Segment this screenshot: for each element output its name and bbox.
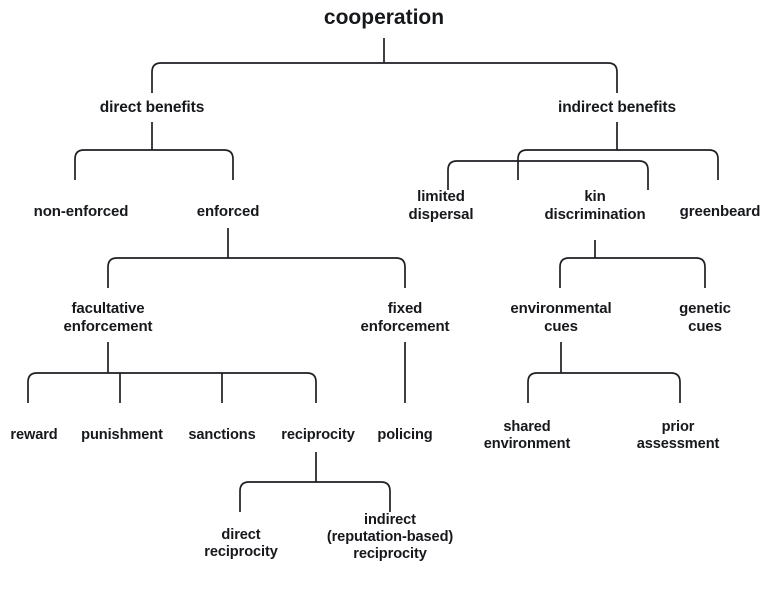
node-reward[interactable]: reward bbox=[10, 427, 58, 443]
node-punishment[interactable]: punishment bbox=[81, 427, 163, 443]
node-direct-reciprocity[interactable]: direct reciprocity bbox=[204, 527, 278, 561]
node-reciprocity[interactable]: reciprocity bbox=[281, 427, 355, 443]
node-shared-environment[interactable]: shared environment bbox=[483, 419, 571, 453]
node-limited-dispersal[interactable]: limited dispersal bbox=[408, 188, 474, 223]
node-fixed-enforcement[interactable]: fixed enforcement bbox=[360, 300, 450, 335]
edge-envcues-bracket bbox=[527, 372, 681, 403]
edge-kin-bracket bbox=[559, 257, 706, 288]
node-environmental-cues[interactable]: environmental cues bbox=[510, 300, 612, 335]
edge-enforced-bracket bbox=[107, 257, 406, 288]
node-facultative-enforcement[interactable]: facultative enforcement bbox=[63, 300, 153, 335]
node-indirect-reciprocity[interactable]: indirect (reputation-based) reciprocity bbox=[326, 512, 454, 563]
node-non-enforced[interactable]: non-enforced bbox=[33, 203, 129, 220]
node-policing[interactable]: policing bbox=[377, 427, 433, 443]
node-greenbeard[interactable]: greenbeard bbox=[679, 203, 761, 220]
node-cooperation[interactable]: cooperation bbox=[323, 6, 445, 29]
edge-indirect-outer-bracket bbox=[517, 149, 719, 180]
node-genetic-cues[interactable]: genetic cues bbox=[679, 300, 731, 335]
edge-direct-bracket bbox=[74, 149, 234, 180]
node-sanctions[interactable]: sanctions bbox=[188, 427, 256, 443]
node-direct-benefits[interactable]: direct benefits bbox=[99, 99, 205, 116]
edge-reciprocity-bracket bbox=[239, 481, 391, 512]
edge-facultative-bracket bbox=[27, 372, 317, 403]
node-indirect-benefits[interactable]: indirect benefits bbox=[557, 99, 677, 116]
node-prior-assessment[interactable]: prior assessment bbox=[636, 419, 720, 453]
edge-root-bracket bbox=[151, 62, 618, 93]
edge-indirect-inner-bracket bbox=[447, 160, 649, 190]
node-enforced[interactable]: enforced bbox=[196, 203, 260, 220]
node-kin-discrimination[interactable]: kin discrimination bbox=[544, 188, 646, 223]
